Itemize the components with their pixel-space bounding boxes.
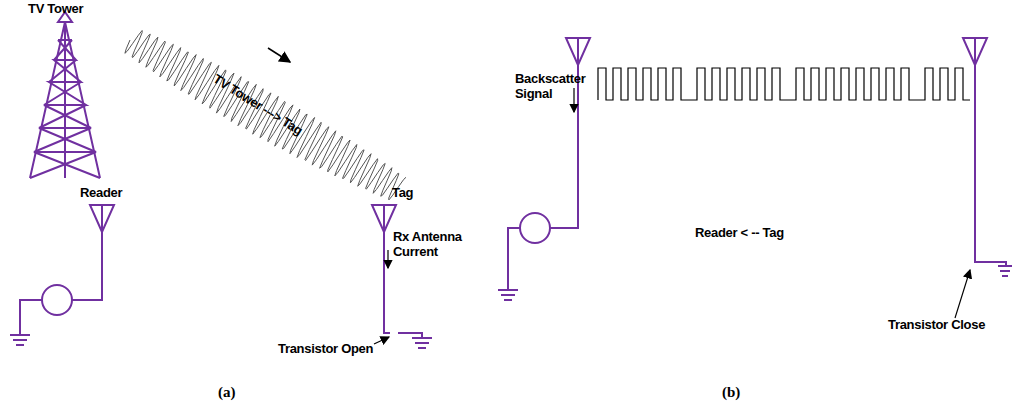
signal-arrow: [573, 88, 574, 112]
label: TV Tower ---> Tag: [210, 72, 305, 139]
tv-wave: [125, 31, 406, 200]
label: Transistor Open: [278, 342, 373, 357]
leader-line: [955, 270, 970, 318]
tag-b: [963, 38, 1012, 276]
reader-a: [10, 205, 114, 345]
label: (b): [722, 384, 740, 401]
backscatter-wave: [598, 68, 970, 100]
label: Rx Antenna Current: [393, 230, 463, 260]
tv-tower: [30, 12, 100, 178]
label: Backscatter Signal: [515, 72, 575, 102]
label: Tag: [392, 186, 413, 201]
leader-line: [374, 337, 389, 344]
direction-arrow: [268, 48, 290, 62]
current-arrow: [387, 250, 388, 268]
label: Reader < -- Tag: [695, 226, 784, 241]
label: TV Tower: [28, 2, 83, 17]
tag-a: [372, 205, 432, 348]
label: Reader: [80, 186, 122, 201]
label: (a): [218, 384, 236, 401]
label: Transistor Close: [888, 318, 985, 333]
reader-b: [498, 38, 590, 300]
